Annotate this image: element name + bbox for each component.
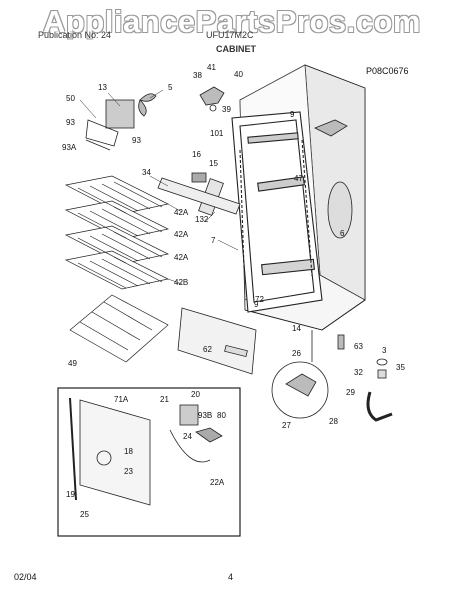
callout-72: 72 xyxy=(255,295,264,304)
callout-21: 21 xyxy=(160,395,169,404)
footer-date: 02/04 xyxy=(14,572,37,582)
callout-93A: 93A xyxy=(62,143,77,152)
callout-16: 16 xyxy=(192,150,201,159)
callout-47: 47 xyxy=(294,174,303,183)
callout-6: 6 xyxy=(340,229,345,238)
callout-5: 5 xyxy=(168,83,173,92)
callout-23: 23 xyxy=(124,467,133,476)
callout-20: 20 xyxy=(191,390,200,399)
callout-93B: 93B xyxy=(198,411,212,420)
footer-page: 4 xyxy=(228,572,234,582)
callout-42B: 42B xyxy=(174,278,188,287)
callout-labels: 41 38 40 39 101 13 5 50 93 93 93A 16 15 … xyxy=(62,63,405,519)
callout-63: 63 xyxy=(354,342,363,351)
leader-lines xyxy=(79,89,239,285)
callout-93-lower: 93 xyxy=(132,136,141,145)
callout-25: 25 xyxy=(80,510,89,519)
callout-9-upper: 9 xyxy=(290,110,295,119)
callout-39: 39 xyxy=(222,105,231,114)
callout-50: 50 xyxy=(66,94,75,103)
hinge-detail xyxy=(271,330,329,419)
callout-40: 40 xyxy=(234,70,243,79)
callout-29: 29 xyxy=(346,388,355,397)
callout-14: 14 xyxy=(292,324,301,333)
control-panel-box xyxy=(57,387,241,537)
callout-15: 15 xyxy=(209,159,218,168)
callout-7: 7 xyxy=(211,236,216,245)
evaporator-fan-assembly xyxy=(85,93,157,151)
callout-22A: 22A xyxy=(210,478,225,487)
callout-9-lower: 9 xyxy=(254,300,259,309)
callout-34: 34 xyxy=(142,168,151,177)
callout-62: 62 xyxy=(203,345,212,354)
diagram-code: P08C0676 xyxy=(366,66,409,76)
callout-93-upper: 93 xyxy=(66,118,75,127)
callout-80: 80 xyxy=(217,411,226,420)
callout-24: 24 xyxy=(183,432,192,441)
wire-shelves xyxy=(64,175,170,363)
callout-42A-third: 42A xyxy=(174,253,189,262)
top-hinge xyxy=(199,86,348,137)
callout-101: 101 xyxy=(210,129,224,138)
watermark: AppliancePartsPros.com xyxy=(43,4,421,39)
callout-3: 3 xyxy=(382,346,387,355)
callout-41: 41 xyxy=(207,63,216,72)
callout-26: 26 xyxy=(292,349,301,358)
callout-49: 49 xyxy=(68,359,77,368)
callout-38: 38 xyxy=(193,71,202,80)
callout-28: 28 xyxy=(329,417,338,426)
callout-13: 13 xyxy=(98,83,107,92)
callout-32: 32 xyxy=(354,368,363,377)
callout-132: 132 xyxy=(195,215,209,224)
light-assembly xyxy=(157,172,241,216)
leveling-and-drain xyxy=(337,334,393,422)
callout-42A-first: 42A xyxy=(174,208,189,217)
callout-18: 18 xyxy=(124,447,133,456)
callout-71A: 71A xyxy=(114,395,129,404)
door-frame xyxy=(231,111,323,313)
section-title: CABINET xyxy=(216,44,256,54)
grille xyxy=(177,307,257,375)
publication-number: Publication No: 24 xyxy=(38,30,112,40)
model-number: UFU17M2C xyxy=(206,30,254,40)
callout-27: 27 xyxy=(282,421,291,430)
callout-19: 19 xyxy=(66,490,75,499)
callout-42A-second: 42A xyxy=(174,230,189,239)
callout-35: 35 xyxy=(396,363,405,372)
